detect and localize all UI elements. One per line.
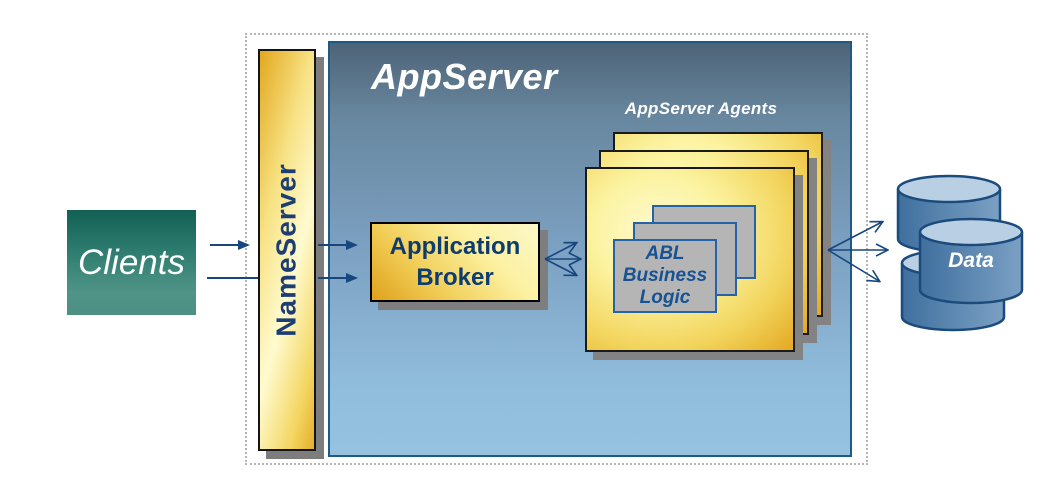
- nameserver-bar: NameServer: [258, 49, 316, 451]
- appserver-agents-label: AppServer Agents: [624, 99, 778, 118]
- data-label: Data: [948, 249, 994, 272]
- application-broker-box: Application Broker: [370, 222, 540, 302]
- data-cylinders: [896, 174, 1024, 332]
- appserver-title: AppServer: [371, 56, 558, 97]
- abl-box-front: ABL Business Logic: [613, 239, 717, 313]
- database-cylinder-front: [918, 217, 1024, 305]
- abl-business-logic-label: ABL Business Logic: [622, 243, 708, 308]
- clients-label: Clients: [78, 242, 185, 282]
- nameserver-label: NameServer: [271, 163, 303, 337]
- clients-box: Clients: [67, 210, 196, 315]
- application-broker-label: Application Broker: [389, 232, 521, 291]
